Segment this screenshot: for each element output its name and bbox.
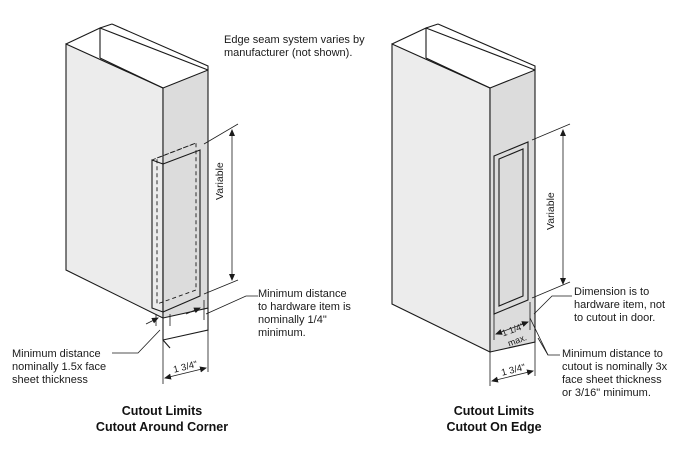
edge-seam-note-line: manufacturer (not shown).	[224, 47, 353, 59]
right-caption-line1: Cutout Limits	[453, 404, 535, 418]
callout-line: Minimum distance to	[562, 348, 663, 360]
right-door-face	[391, 43, 491, 353]
callout-line: hardware item, not	[574, 299, 666, 311]
callout-line: cutout is nominally 3x	[562, 361, 668, 373]
callout-line: nominally 1.5x face	[12, 361, 107, 373]
callout-line: Dimension is to	[574, 286, 650, 298]
right-callout-dimension-to-hardware: Dimension is to hardware item, not to cu…	[574, 286, 665, 325]
right-door	[391, 23, 572, 386]
callout-line: to cutout in door.	[574, 312, 656, 324]
right-caption-line2: Cutout On Edge	[446, 420, 542, 434]
right-callout-min-distance-cutout: Minimum distance to cutout is nominally …	[562, 348, 667, 400]
callout-line: minimum.	[258, 327, 306, 339]
callout-line: nominally 1/4"	[258, 314, 327, 326]
left-caption-line1: Cutout Limits	[121, 404, 203, 418]
callout-line: face sheet thickness	[562, 374, 662, 386]
left-door-edge	[162, 69, 209, 319]
callout-line: Minimum distance	[12, 348, 101, 360]
left-door	[65, 23, 258, 384]
left-cutout-edge	[162, 149, 201, 313]
left-variable-label: Variable	[214, 162, 226, 200]
left-callout-min-distance-face: Minimum distance nominally 1.5x face she…	[12, 348, 106, 387]
left-caption: Cutout Limits Cutout Around Corner	[92, 403, 232, 435]
right-caption: Cutout Limits Cutout On Edge	[424, 403, 564, 435]
left-callout-min-distance-hardware: Minimum distance to hardware item is nom…	[258, 288, 351, 340]
callout-line: sheet thickness	[12, 374, 88, 386]
left-door-face	[65, 43, 164, 319]
edge-seam-note-line: Edge seam system varies by	[224, 34, 365, 46]
callout-line: Minimum distance	[258, 288, 347, 300]
callout-line: or 3/16" minimum.	[562, 387, 651, 399]
right-cutout	[493, 141, 529, 315]
edge-seam-note: Edge seam system varies by manufacturer …	[224, 34, 365, 60]
right-variable-label: Variable	[545, 192, 557, 230]
callout-line: to hardware item is	[258, 301, 351, 313]
left-caption-line2: Cutout Around Corner	[95, 420, 229, 434]
